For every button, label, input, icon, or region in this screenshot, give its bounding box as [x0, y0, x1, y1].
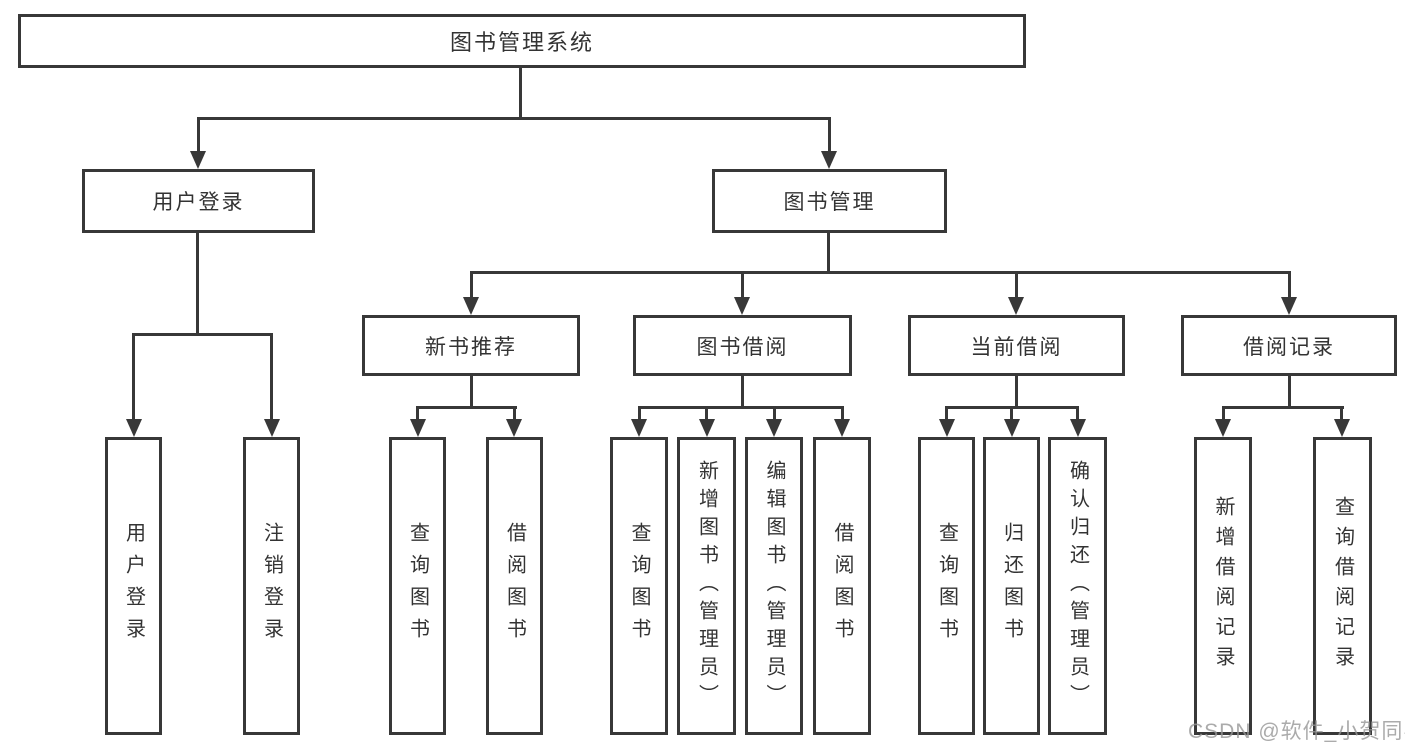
connector-line — [416, 406, 419, 421]
leaf-query-books-current: 查询图书 — [918, 437, 975, 735]
arrow-down-icon — [834, 419, 850, 437]
connector-line — [638, 406, 844, 409]
connector-line — [945, 406, 948, 421]
arrow-down-icon — [463, 297, 479, 315]
node-book-management: 图书管理 — [712, 169, 947, 233]
arrow-down-icon — [506, 419, 522, 437]
connector-line — [1010, 406, 1013, 421]
connector-line — [470, 271, 473, 299]
node-borrowing-records: 借阅记录 — [1181, 315, 1397, 376]
connector-line — [132, 333, 273, 336]
connector-line — [196, 233, 199, 336]
connector-line — [773, 406, 776, 421]
connector-line — [1015, 376, 1018, 409]
connector-line — [1340, 406, 1343, 421]
node-label: 新增借阅记录 — [1212, 496, 1234, 676]
node-book-borrowing: 图书借阅 — [633, 315, 852, 376]
connector-line — [416, 406, 517, 409]
arrow-down-icon — [410, 419, 426, 437]
connector-line — [513, 406, 516, 421]
arrow-down-icon — [631, 419, 647, 437]
leaf-return-book: 归还图书 — [983, 437, 1040, 735]
connector-line — [741, 376, 744, 409]
connector-line — [197, 117, 831, 120]
leaf-add-borrow-record: 新增借阅记录 — [1194, 437, 1252, 735]
node-label: 确认归还（管理员） — [1066, 460, 1089, 712]
leaf-borrow-books-borrowing: 借阅图书 — [813, 437, 871, 735]
node-user-login: 用户登录 — [82, 169, 315, 233]
arrow-down-icon — [734, 297, 750, 315]
node-label: 借阅记录 — [1243, 335, 1335, 359]
arrow-down-icon — [699, 419, 715, 437]
node-label: 图书管理 — [783, 191, 876, 214]
connector-line — [1288, 271, 1291, 299]
arrow-down-icon — [190, 151, 206, 169]
node-label: 查询图书 — [628, 522, 650, 650]
connector-line — [1222, 406, 1225, 421]
node-label: 图书管理系统 — [449, 30, 594, 55]
connector-line — [741, 271, 744, 299]
arrow-down-icon — [821, 151, 837, 169]
arrow-down-icon — [939, 419, 955, 437]
arrow-down-icon — [1004, 419, 1020, 437]
arrow-down-icon — [766, 419, 782, 437]
csdn-watermark: CSDN @软件_小贺同学 — [1188, 720, 1405, 743]
node-label: 归还图书 — [1000, 522, 1023, 650]
connector-line — [1222, 406, 1344, 409]
connector-line — [1076, 406, 1079, 421]
node-label: 查询图书 — [935, 522, 958, 650]
connector-line — [132, 333, 135, 421]
leaf-query-books-recommend: 查询图书 — [389, 437, 446, 735]
connector-line — [1288, 376, 1291, 409]
connector-line — [470, 271, 1290, 274]
leaf-edit-book-admin: 编辑图书（管理员） — [745, 437, 803, 735]
connector-line — [828, 117, 831, 153]
connector-line — [841, 406, 844, 421]
node-label: 注销登录 — [260, 522, 283, 650]
arrow-down-icon — [1070, 419, 1086, 437]
arrow-down-icon — [264, 419, 280, 437]
node-label: 查询借阅记录 — [1331, 496, 1354, 676]
connector-line — [519, 68, 522, 120]
arrow-down-icon — [1334, 419, 1350, 437]
leaf-query-borrow-record: 查询借阅记录 — [1313, 437, 1372, 735]
node-label: 用户登录 — [122, 522, 145, 650]
connector-line — [638, 406, 641, 421]
arrow-down-icon — [126, 419, 142, 437]
node-label: 用户登录 — [152, 191, 245, 214]
connector-line — [827, 233, 830, 274]
leaf-user-login: 用户登录 — [105, 437, 162, 735]
node-label: 当前借阅 — [970, 335, 1063, 359]
node-label: 查询图书 — [406, 522, 429, 650]
node-current-borrowing: 当前借阅 — [908, 315, 1125, 376]
leaf-logout: 注销登录 — [243, 437, 300, 735]
node-label: 借阅图书 — [503, 522, 526, 650]
leaf-confirm-return-admin: 确认归还（管理员） — [1048, 437, 1107, 735]
node-label: 图书借阅 — [696, 335, 789, 359]
arrow-down-icon — [1281, 297, 1297, 315]
node-new-book-recommendation: 新书推荐 — [362, 315, 580, 376]
leaf-query-books-borrowing: 查询图书 — [610, 437, 668, 735]
arrow-down-icon — [1008, 297, 1024, 315]
node-label: 新增图书（管理员） — [695, 460, 718, 712]
node-label: 新书推荐 — [425, 335, 517, 359]
connector-line — [197, 117, 200, 153]
connector-line — [1015, 271, 1018, 299]
connector-line — [470, 376, 473, 409]
node-label: 编辑图书（管理员） — [763, 460, 785, 712]
leaf-borrow-books-recommend: 借阅图书 — [486, 437, 543, 735]
node-library-management-system: 图书管理系统 — [18, 14, 1026, 68]
node-label: 借阅图书 — [831, 522, 853, 650]
connector-line — [270, 333, 273, 421]
leaf-add-book-admin: 新增图书（管理员） — [677, 437, 736, 735]
arrow-down-icon — [1215, 419, 1231, 437]
connector-line — [705, 406, 708, 421]
